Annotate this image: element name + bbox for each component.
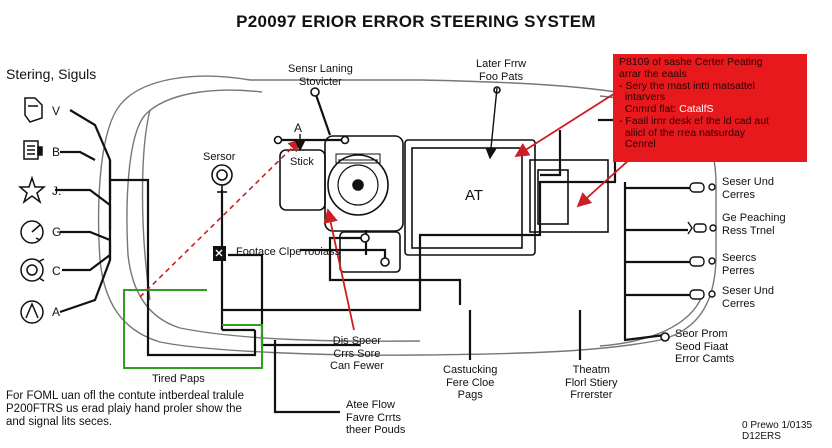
sensor-icon [689,182,716,193]
corner-note: 0 Prewo 1/0135 D12ERS [742,420,813,442]
seor-prom-label: Seor Prom Seod Fiaat Error Camts [675,328,735,366]
left-item-label: V [52,104,61,118]
tire-icon [20,300,44,324]
right-legend-label: Seser Und Cerres [722,285,774,310]
right-legend-label: Ge Peaching Ress Trnel [722,212,786,237]
sensor-icon [689,256,716,267]
stick-label: Stick [290,156,314,168]
at-module-label: AT [465,187,484,204]
hand-icon [24,97,43,123]
callout-line: P8109 of sashe Certer Peating arrar the … [619,56,763,80]
sensor-icon [211,164,233,200]
left-panel-title: Stering, Siguls [6,66,97,82]
left-item-label: B [52,145,61,159]
star-icon [17,175,47,205]
castucking-label: Castucking Fere Cloe Pags [443,364,498,402]
error-callout-box: P8109 of sashe Certer Peating arrar the … [613,54,807,162]
green-harness-box [123,289,263,369]
left-item-label: J. [52,184,62,198]
letter-a-label: A [294,121,303,135]
right-legend-label: Seercs Perres [722,252,757,277]
theatm-label: Theatm Florl Stiery Frrerster [565,364,618,402]
sensor-laning-label: Sensr Laning Stovicter [288,63,353,88]
diagram-title: P20097 ERIOR ERROR STEERING SYSTEM [236,12,596,31]
black-arrows [294,87,498,160]
callout-line: - Faail irnr desk ef the ld cad aut alii… [619,114,769,151]
callout-line: - Sery the mast intti matsattel intarver… [619,79,755,104]
right-legend-icons [687,182,717,300]
footer-note: For FOML uan ofl the contute intberdeal … [6,390,245,428]
dis-speer-label: Dis Speer Crrs Sore Can Fewer [330,335,384,373]
callout-line: Cnmrd flat: [619,103,680,115]
dashboard [279,135,609,273]
later-frrw-label: Later Frrw Foo Pats [476,58,527,83]
sensor-icon [687,221,717,235]
sensor-icon [689,289,716,300]
right-legend-label: Seser Und Cerres [722,176,774,201]
left-item-label: A [52,305,61,319]
connector-nodes [273,86,670,342]
dashed-signal-path [139,138,302,298]
sensor-label: Sersor [203,151,236,163]
atee-flow-label: Atee Flow Favre Crrts theer Pouds [346,399,406,437]
footage-label: Footace Clpe rooiass [236,246,340,258]
steering-warning-icon [20,258,45,282]
left-item-label: C [52,264,61,278]
tired-paps-label: Tired Paps [152,373,205,385]
gauge-icon [20,220,44,244]
callout-highlight: CatalfS [679,103,714,115]
footage-connector-icon [213,246,226,261]
left-item-label: G [52,225,62,239]
document-icon [23,140,43,160]
